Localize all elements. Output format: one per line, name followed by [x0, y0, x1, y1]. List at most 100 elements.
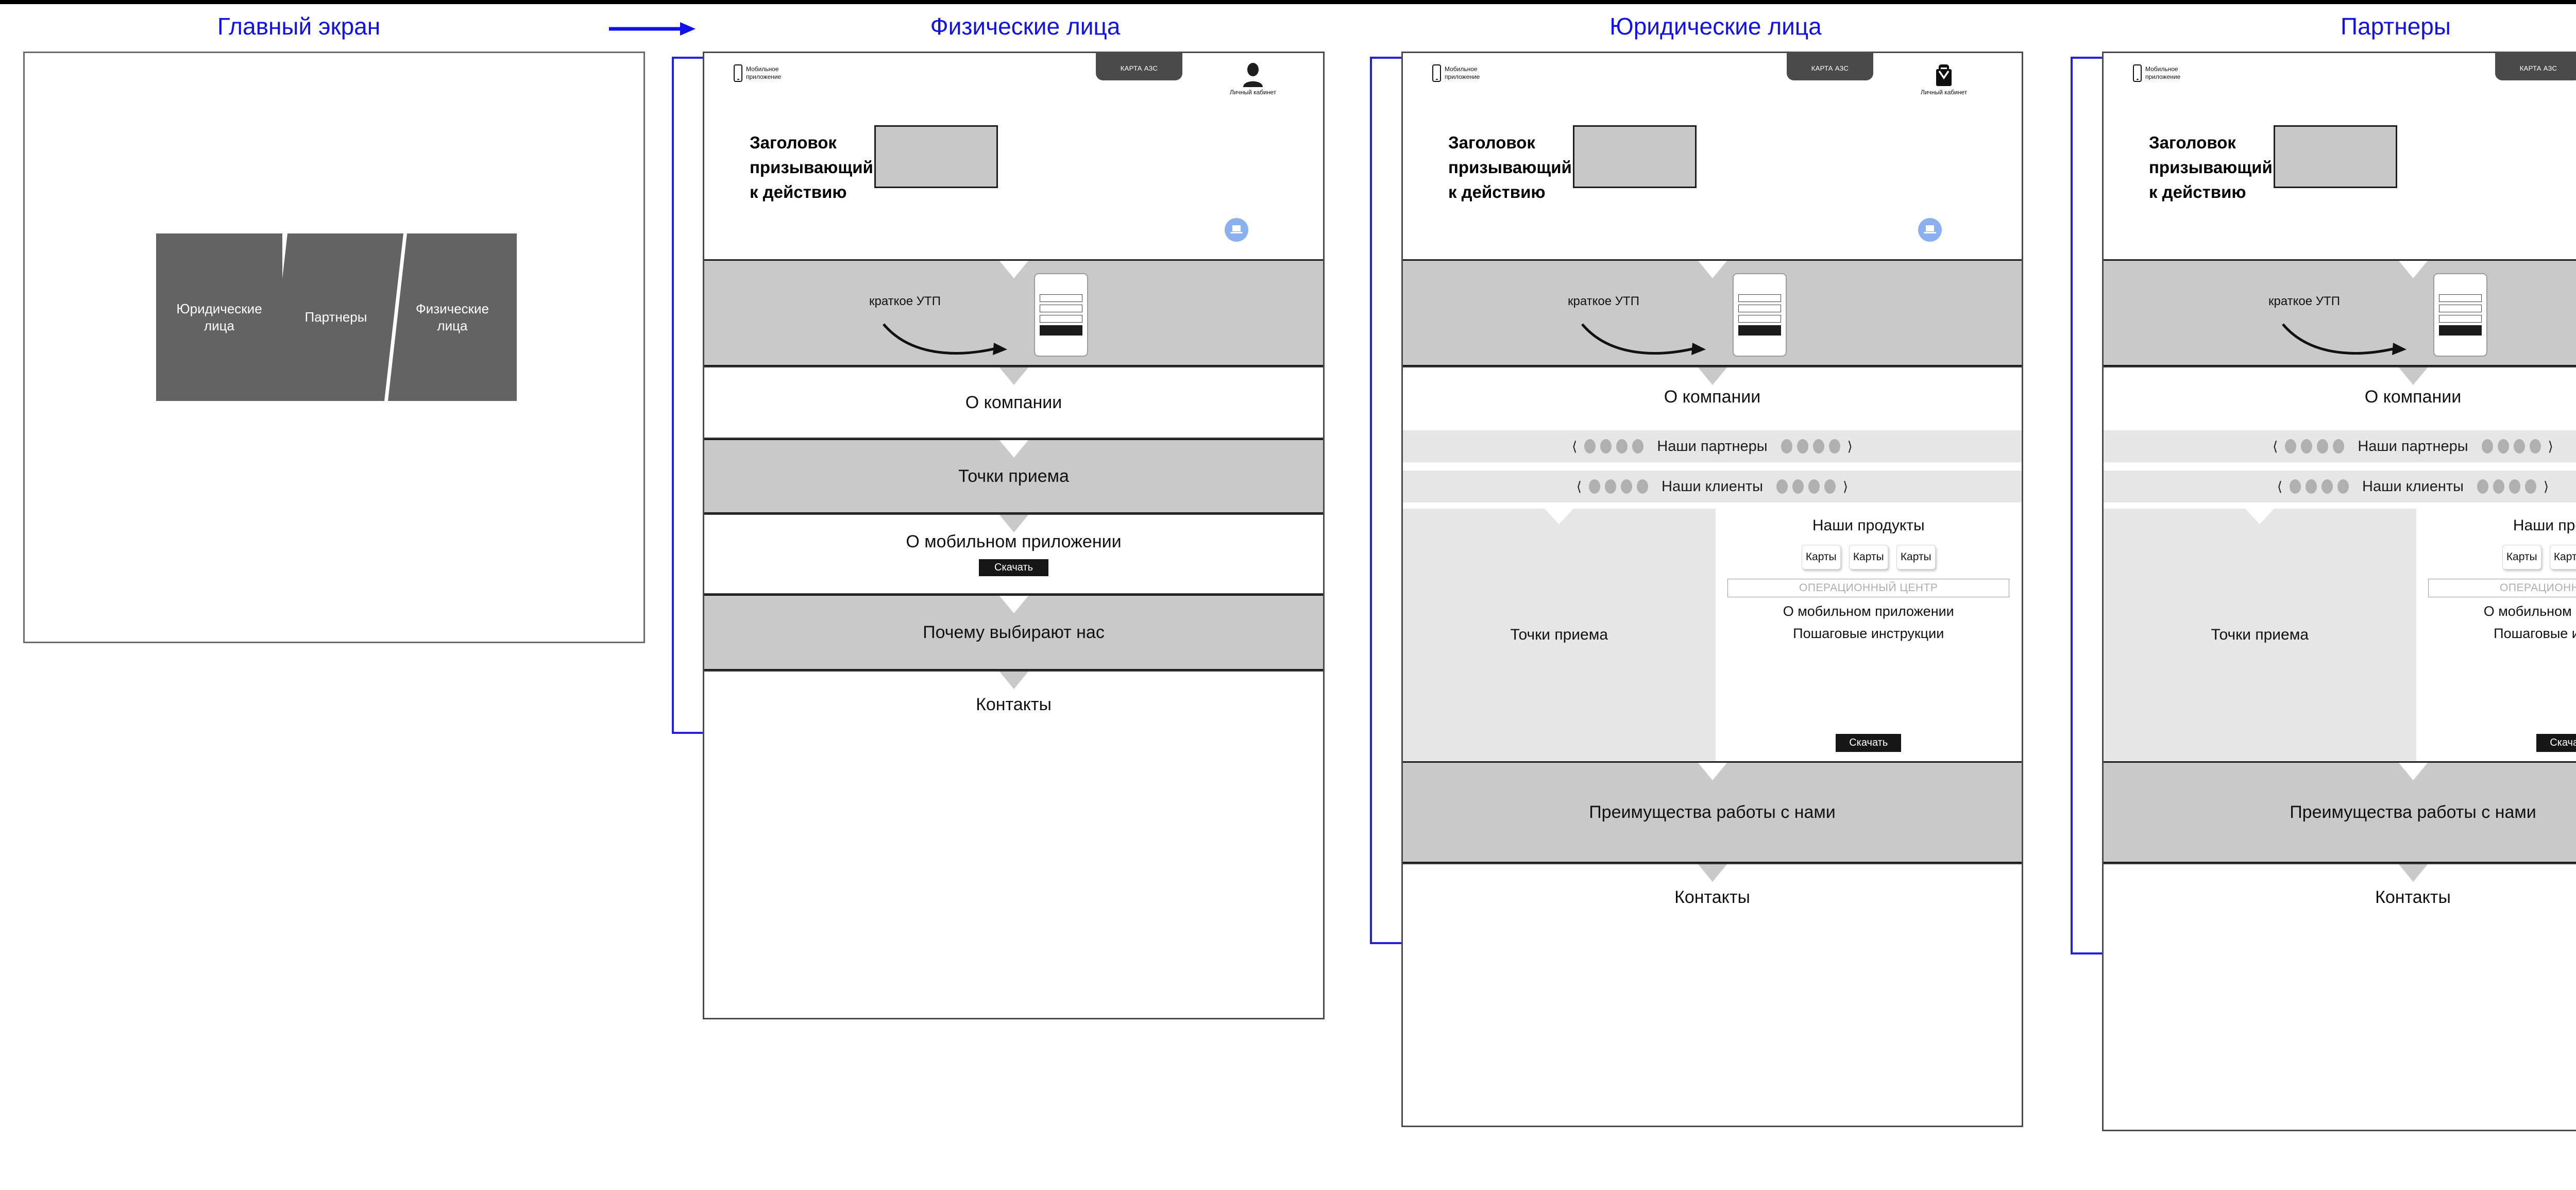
logo-placeholder: [2497, 439, 2509, 454]
section-advantages[interactable]: Преимущества работы с нами: [2104, 761, 2576, 863]
segment-partners-label: Партнеры: [304, 309, 367, 325]
personal-cabinet-link[interactable]: Личный кабинет: [1230, 62, 1276, 96]
chevron-right-icon[interactable]: ⟩: [2544, 479, 2549, 494]
logo-placeholder: [2285, 439, 2297, 454]
mobile-phone-icon: [1432, 64, 1441, 82]
carousel-our-partners[interactable]: ⟨ Наши партнеры ⟩: [2104, 430, 2576, 462]
user-person-icon: [1243, 63, 1263, 87]
section-about-company-label: О компании: [1664, 387, 1761, 407]
chevron-right-icon[interactable]: ⟩: [1847, 439, 1853, 454]
product-card-cards[interactable]: Карты: [1849, 545, 1888, 569]
section-utp[interactable]: краткое УТП: [1403, 259, 2022, 366]
section-about-company[interactable]: О компании: [1403, 366, 2022, 426]
logo-placeholder: [2306, 479, 2317, 494]
section-contacts-label: Контакты: [2375, 887, 2451, 907]
chevron-left-icon[interactable]: ⟨: [1576, 479, 1582, 494]
logo-placeholder: [1792, 479, 1804, 494]
logo-placeholder: [1776, 479, 1788, 494]
azs-map-button[interactable]: КАРТА АЗС: [1096, 53, 1182, 80]
link-about-mobile-app[interactable]: О мобильном приложении: [1783, 604, 1954, 619]
section-advantages-label: Преимущества работы с нами: [2290, 802, 2536, 822]
notch-top: [1698, 864, 1727, 882]
logo-placeholder: [2290, 479, 2301, 494]
section-utp[interactable]: краткое УТП: [2104, 259, 2576, 366]
section-pickup-points[interactable]: Точки приема: [1403, 509, 1716, 761]
products-column: Наши продукты Карты Карты Карты ОПЕРАЦИО…: [1715, 509, 2022, 761]
section-contacts-label: Контакты: [1674, 887, 1750, 907]
individuals-screen-panel: Мобильное приложение КАРТА АЗС Личный ка…: [703, 52, 1325, 1019]
section-advantages[interactable]: Преимущества работы с нами: [1403, 761, 2022, 863]
curved-arrow-icon: [883, 323, 1007, 355]
card-row-highlight: [2439, 325, 2482, 336]
product-card-cards[interactable]: Карты: [1801, 545, 1841, 569]
legal-screen-panel: Мобильное приложение КАРТА АЗС Личный ка…: [1401, 52, 2023, 1127]
section-contacts[interactable]: Контакты: [704, 671, 1323, 738]
notch-top: [1545, 509, 1574, 524]
product-card-list: Карты Карты Карты: [1801, 545, 1936, 569]
download-button[interactable]: Скачать: [979, 559, 1048, 576]
hero-image-placeholder: [2274, 125, 2397, 188]
section-utp[interactable]: краткое УТП: [704, 259, 1323, 366]
carousel-logos-right: [2477, 479, 2536, 494]
download-button[interactable]: Скачать: [1836, 734, 1902, 752]
mobile-app-label: Мобильное приложение: [1445, 65, 1480, 80]
section-contacts[interactable]: Контакты: [1403, 863, 2022, 930]
card-row-highlight: [1040, 325, 1082, 336]
online-consultant-button[interactable]: [1225, 218, 1248, 242]
segment-individuals[interactable]: Физические лица: [388, 233, 517, 401]
online-consultant-button[interactable]: [1918, 218, 1942, 242]
section-about-mobile-app[interactable]: О мобильном приложении Скачать: [704, 514, 1323, 594]
product-card-cards[interactable]: Карты: [1896, 545, 1936, 569]
flow-title-individuals: Физические лица: [930, 13, 1121, 40]
operation-center-field[interactable]: ОПЕРАЦИОННЫЙ ЦЕНТР: [2428, 579, 2576, 597]
chevron-left-icon[interactable]: ⟨: [2277, 479, 2282, 494]
carousel-logos-right: [1776, 479, 1836, 494]
notch-top: [1698, 261, 1727, 278]
personal-cabinet-link[interactable]: Личный кабинет: [1921, 62, 1967, 96]
notch-top: [999, 515, 1028, 532]
section-pickup-points[interactable]: Точки приема: [2104, 509, 2416, 761]
chevron-right-icon[interactable]: ⟩: [2548, 439, 2553, 454]
link-step-by-step-instructions[interactable]: Пошаговые инструкции: [1793, 626, 1944, 641]
segment-legal-entities[interactable]: Юридические лица: [156, 233, 282, 401]
section-pickup-points-label: Точки приема: [2211, 626, 2309, 643]
azs-map-button[interactable]: КАРТА АЗС: [2495, 53, 2576, 80]
card-mockup: [1034, 273, 1088, 357]
logo-placeholder: [2317, 439, 2329, 454]
card-row: [2439, 294, 2482, 302]
section-advantages-label: Преимущества работы с нами: [1589, 802, 1836, 822]
link-step-by-step-instructions[interactable]: Пошаговые инструкции: [2494, 626, 2576, 641]
link-about-mobile-app[interactable]: О мобильном приложении: [2483, 604, 2576, 619]
chevron-left-icon[interactable]: ⟨: [2273, 439, 2278, 454]
section-contacts[interactable]: Контакты: [2104, 863, 2576, 930]
chevron-left-icon[interactable]: ⟨: [1572, 439, 1578, 454]
flow-title-legal: Юридические лица: [1609, 13, 1822, 40]
mobile-app-link[interactable]: Мобильное приложение: [1432, 64, 1480, 82]
card-row-highlight: [1738, 325, 1781, 336]
azs-map-button[interactable]: КАРТА АЗС: [1787, 53, 1873, 80]
logo-placeholder: [2513, 439, 2525, 454]
operation-center-field[interactable]: ОПЕРАЦИОННЫЙ ЦЕНТР: [1727, 579, 2010, 597]
section-about-company[interactable]: О компании: [2104, 366, 2576, 426]
mobile-app-link[interactable]: Мобильное приложение: [2133, 64, 2180, 82]
mobile-app-label: Мобильное приложение: [2145, 65, 2181, 80]
notch-top: [999, 261, 1028, 278]
right-arrow-icon: [609, 22, 696, 36]
mobile-app-label: Мобильное приложение: [746, 65, 782, 80]
section-pickup-points[interactable]: Точки приема: [704, 439, 1323, 514]
carousel-our-clients[interactable]: ⟨ Наши клиенты ⟩: [1403, 471, 2022, 502]
mobile-app-link[interactable]: Мобильное приложение: [734, 64, 781, 82]
carousel-logos-left: [2290, 479, 2349, 494]
card-row: [2439, 315, 2482, 323]
product-card-cards[interactable]: Карты: [2549, 545, 2576, 569]
carousel-our-clients[interactable]: ⟨ Наши клиенты ⟩: [2104, 471, 2576, 502]
product-card-cards[interactable]: Карты: [2502, 545, 2541, 569]
section-about-company[interactable]: О компании: [704, 366, 1323, 439]
section-why-choose-us[interactable]: Почему выбирают нас: [704, 594, 1323, 671]
carousel-our-partners[interactable]: ⟨ Наши партнеры ⟩: [1403, 430, 2022, 462]
chevron-right-icon[interactable]: ⟩: [1843, 479, 1849, 494]
segment-partners[interactable]: Партнеры: [268, 233, 403, 401]
logo-placeholder: [2529, 439, 2541, 454]
download-button[interactable]: Скачать: [2536, 734, 2576, 752]
